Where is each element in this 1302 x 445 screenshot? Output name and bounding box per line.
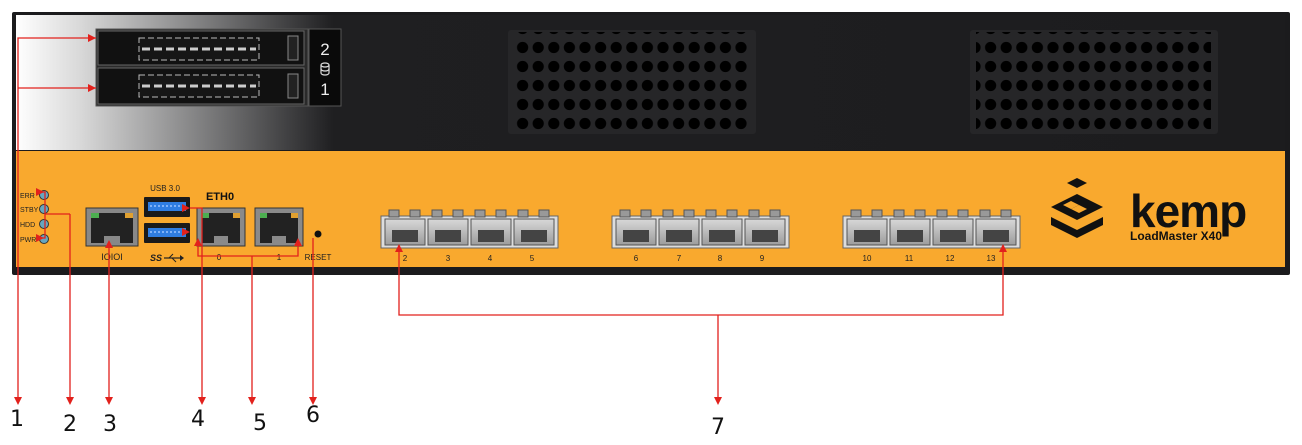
eth0-label: ETH0 [206, 191, 234, 203]
reset-button[interactable] [314, 230, 322, 238]
drive-bay-1[interactable] [97, 67, 305, 105]
eth0-port-1[interactable] [254, 207, 304, 247]
usb-port-top[interactable] [144, 197, 190, 217]
sfp-port-12[interactable] [932, 209, 974, 246]
sfp-label-13: 13 [987, 254, 996, 263]
serial-console-port[interactable] [85, 207, 139, 247]
sfp-label-6: 6 [634, 254, 639, 263]
sfp-label-2: 2 [403, 254, 408, 263]
reset-label: RESET [305, 253, 332, 262]
eth0-port-0-label: 0 [217, 253, 222, 262]
sfp-label-3: 3 [446, 254, 451, 263]
serial-port-label: IOIOI [101, 252, 123, 262]
sfp-label-5: 5 [530, 254, 535, 263]
callout-2: 2 [63, 412, 77, 437]
brand-name: kemp [1130, 185, 1246, 237]
led-label-hdd: HDD [20, 222, 35, 229]
callout-3: 3 [103, 412, 117, 437]
drive-bay-number-top: 2 [320, 40, 329, 59]
sfp-port-group-3: 10 11 12 13 [842, 209, 1021, 263]
drive-bay-number-bottom: 1 [320, 80, 329, 99]
sfp-port-10[interactable] [846, 209, 888, 246]
sfp-port-8[interactable] [701, 209, 743, 246]
usb-port-bottom[interactable] [144, 223, 190, 243]
eth0-port-0[interactable] [196, 207, 246, 247]
sfp-port-6[interactable] [615, 209, 657, 246]
sfp-label-9: 9 [760, 254, 765, 263]
sfp-label-4: 4 [488, 254, 493, 263]
callout-5: 5 [253, 411, 267, 436]
led-hdd [39, 219, 49, 229]
usb-trident-icon [164, 253, 184, 263]
eth0-port-1-label: 1 [277, 253, 282, 262]
led-label-err: ERR [20, 193, 35, 200]
kemp-logo-icon [1051, 178, 1103, 238]
sfp-label-12: 12 [946, 254, 955, 263]
vent-grille-right [970, 30, 1218, 134]
sfp-port-11[interactable] [889, 209, 931, 246]
callout-7: 7 [711, 415, 725, 440]
sfp-port-7[interactable] [658, 209, 700, 246]
led-label-pwr: PWR [20, 237, 36, 244]
database-icon [320, 62, 330, 76]
sfp-port-4[interactable] [470, 209, 512, 246]
callout-4: 4 [191, 407, 205, 432]
sfp-port-group-2: 6 7 8 9 [611, 209, 790, 263]
callout-arrowheads [14, 34, 1007, 405]
drive-bay-2[interactable] [97, 30, 305, 66]
callout-1: 1 [10, 407, 24, 432]
sfp-port-13[interactable] [975, 209, 1017, 246]
led-stby [39, 204, 49, 214]
callout-lines [17, 37, 1004, 398]
sfp-label-10: 10 [863, 254, 872, 263]
sfp-port-5[interactable] [513, 209, 555, 246]
sfp-port-3[interactable] [427, 209, 469, 246]
sfp-label-7: 7 [677, 254, 682, 263]
usb-label: USB 3.0 [150, 184, 180, 193]
sfp-port-group-1: 2 3 4 5 [380, 209, 559, 263]
led-label-stby: STBY [20, 207, 39, 214]
vent-grille-left [508, 30, 756, 134]
drive-bays: 2 1 [95, 28, 342, 107]
usb-superspeed-logo: SS [150, 253, 162, 263]
sfp-port-2[interactable] [384, 209, 426, 246]
sfp-label-11: 11 [905, 254, 914, 263]
brand-model: LoadMaster X40 [1130, 229, 1222, 243]
sfp-port-9[interactable] [744, 209, 786, 246]
sfp-label-8: 8 [718, 254, 723, 263]
callout-6: 6 [306, 403, 320, 428]
